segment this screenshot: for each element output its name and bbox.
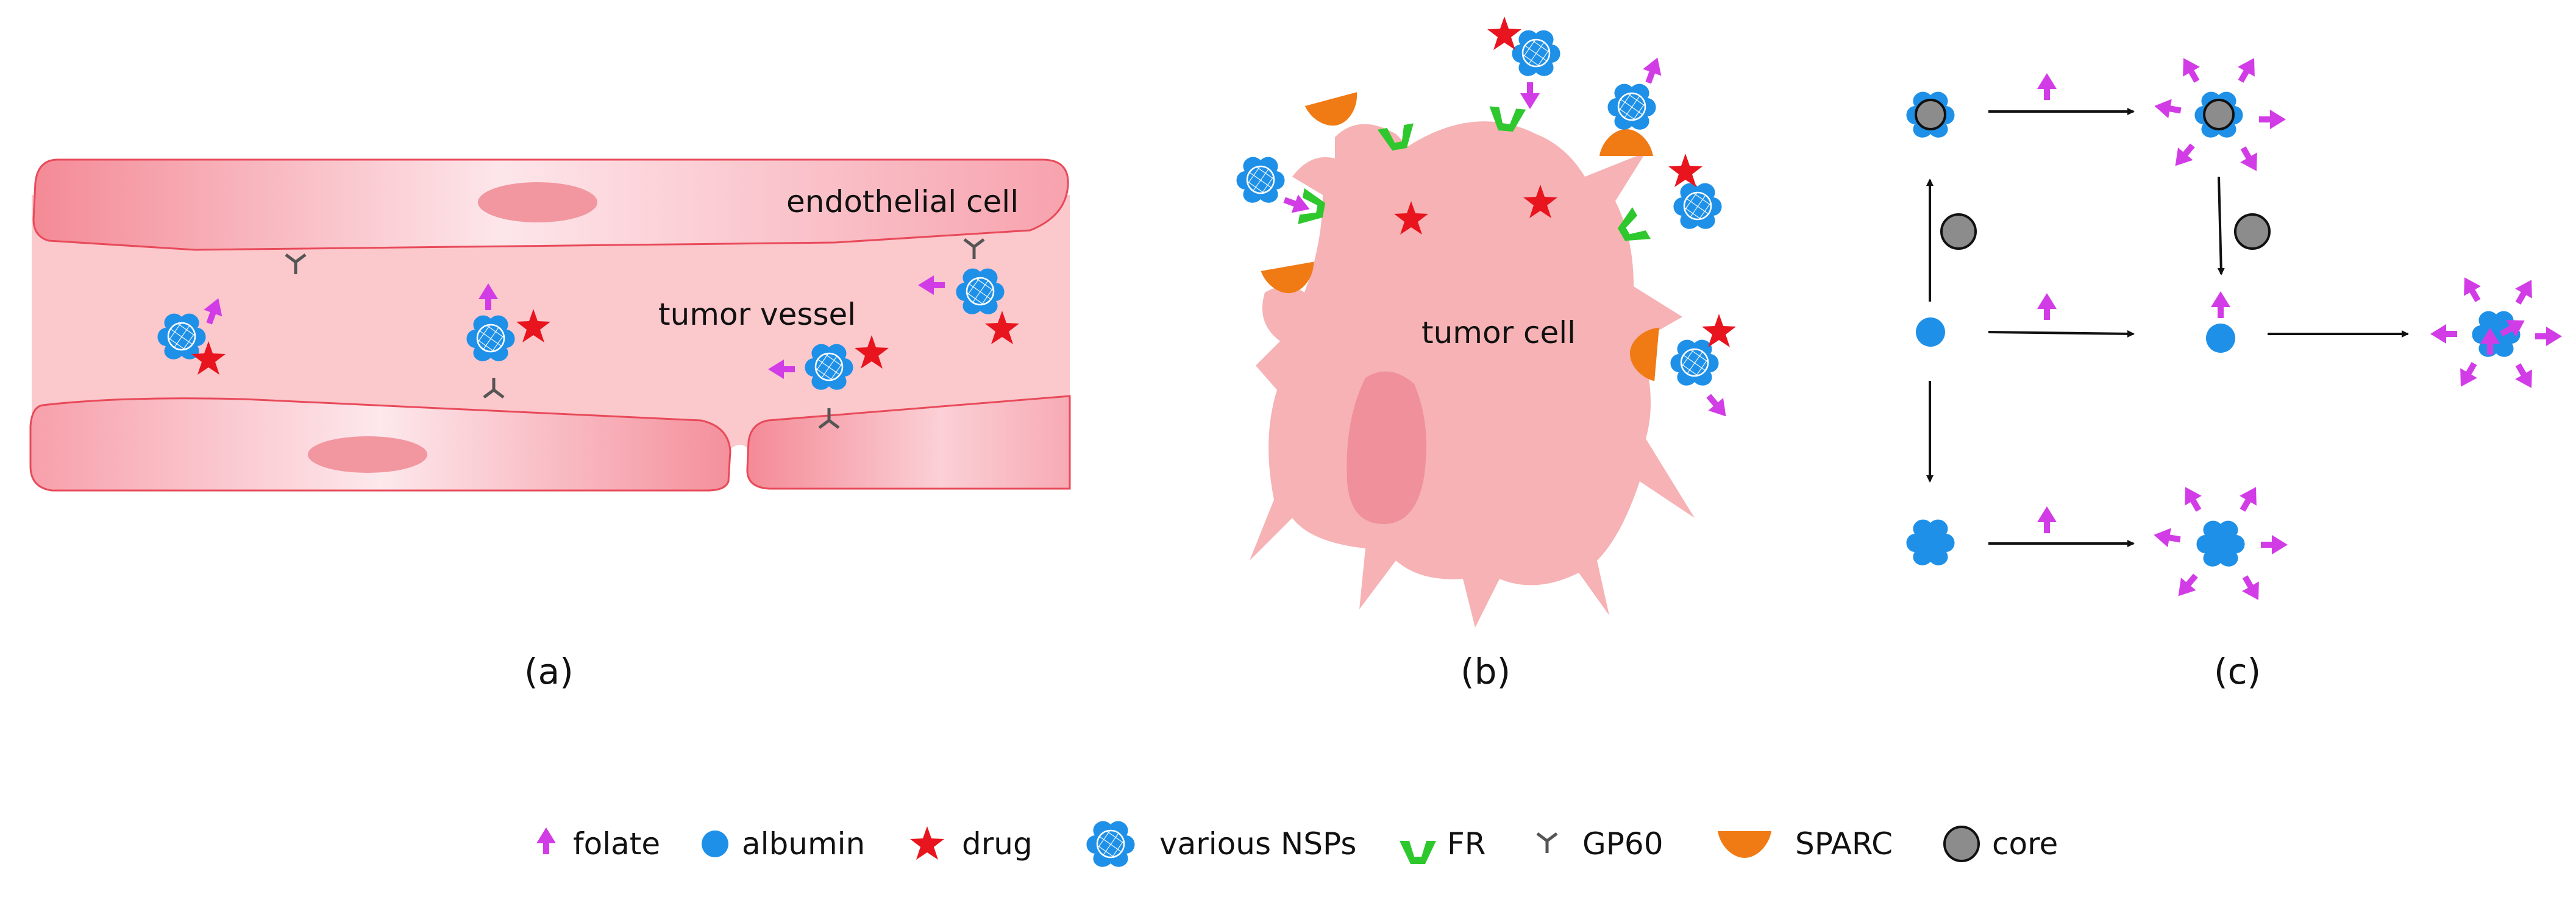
sparc-icon <box>1599 129 1653 156</box>
nsp-particle <box>1608 54 1667 130</box>
panel-b-tumor-cell: tumor cell (b) <box>1237 16 1736 692</box>
folate-icon <box>2037 506 2057 533</box>
legend-label-nsp: various NSPs <box>1159 826 1356 862</box>
legend-label-core: core <box>1992 826 2058 862</box>
folate-albumin-nsp <box>2152 482 2288 605</box>
legend-label-folate: folate <box>573 826 660 862</box>
albumin-core-particle <box>1907 92 1955 138</box>
legend-label-fr: FR <box>1447 826 1486 862</box>
fr-icon <box>1400 841 1436 864</box>
legend-label-albumin: albumin <box>742 826 865 862</box>
panel-a-vessel: endothelial cell tumor vessel (a) <box>29 158 1071 692</box>
legend-label-drug: drug <box>962 826 1033 862</box>
panel-b-label: (b) <box>1461 651 1510 692</box>
gp60-icon <box>1537 834 1557 853</box>
sparc-icon <box>1718 831 1771 858</box>
nucleus-bottom <box>308 436 427 473</box>
nsp-particle <box>1487 16 1560 109</box>
tumor-cell-label: tumor cell <box>1421 315 1576 350</box>
nsp-particle <box>1671 314 1736 423</box>
albumin-icon <box>702 830 728 857</box>
panel-c-synthesis: (c) <box>1906 53 2562 692</box>
nsp-icon <box>1087 821 1135 867</box>
arrow-right-middle <box>1988 330 2135 338</box>
core-icon <box>2234 213 2271 250</box>
core-icon <box>1943 826 1980 862</box>
albumin-icon <box>1916 317 1945 347</box>
nsp-particle <box>1668 154 1722 229</box>
folate-icon <box>2037 293 2057 320</box>
folate-icon <box>2211 291 2230 318</box>
folate-icon <box>2037 73 2057 100</box>
panel-c-label: (c) <box>2214 651 2261 692</box>
folate-albumin-core-particle <box>2152 53 2286 176</box>
arrow-down-right <box>2217 176 2225 275</box>
tumor-cell-nucleus <box>1347 371 1426 524</box>
nsp-particle <box>1237 157 1314 219</box>
albumin-icon <box>2206 324 2235 353</box>
folate-icon <box>536 827 556 854</box>
legend: folate albumin drug various NSPs FR GP60… <box>536 821 2058 867</box>
folate-albumin-nsp-assembly <box>2430 272 2562 393</box>
tumor-vessel-label: tumor vessel <box>658 297 856 332</box>
legend-label-sparc: SPARC <box>1795 826 1893 862</box>
albumin-nsp <box>1906 519 1955 565</box>
nucleus-top <box>478 182 597 222</box>
endothelial-cell-label: endothelial cell <box>786 184 1019 219</box>
drug-icon <box>910 826 944 860</box>
core-icon <box>1940 213 1977 250</box>
legend-label-gp60: GP60 <box>1582 826 1663 862</box>
panel-a-label: (a) <box>524 651 574 692</box>
